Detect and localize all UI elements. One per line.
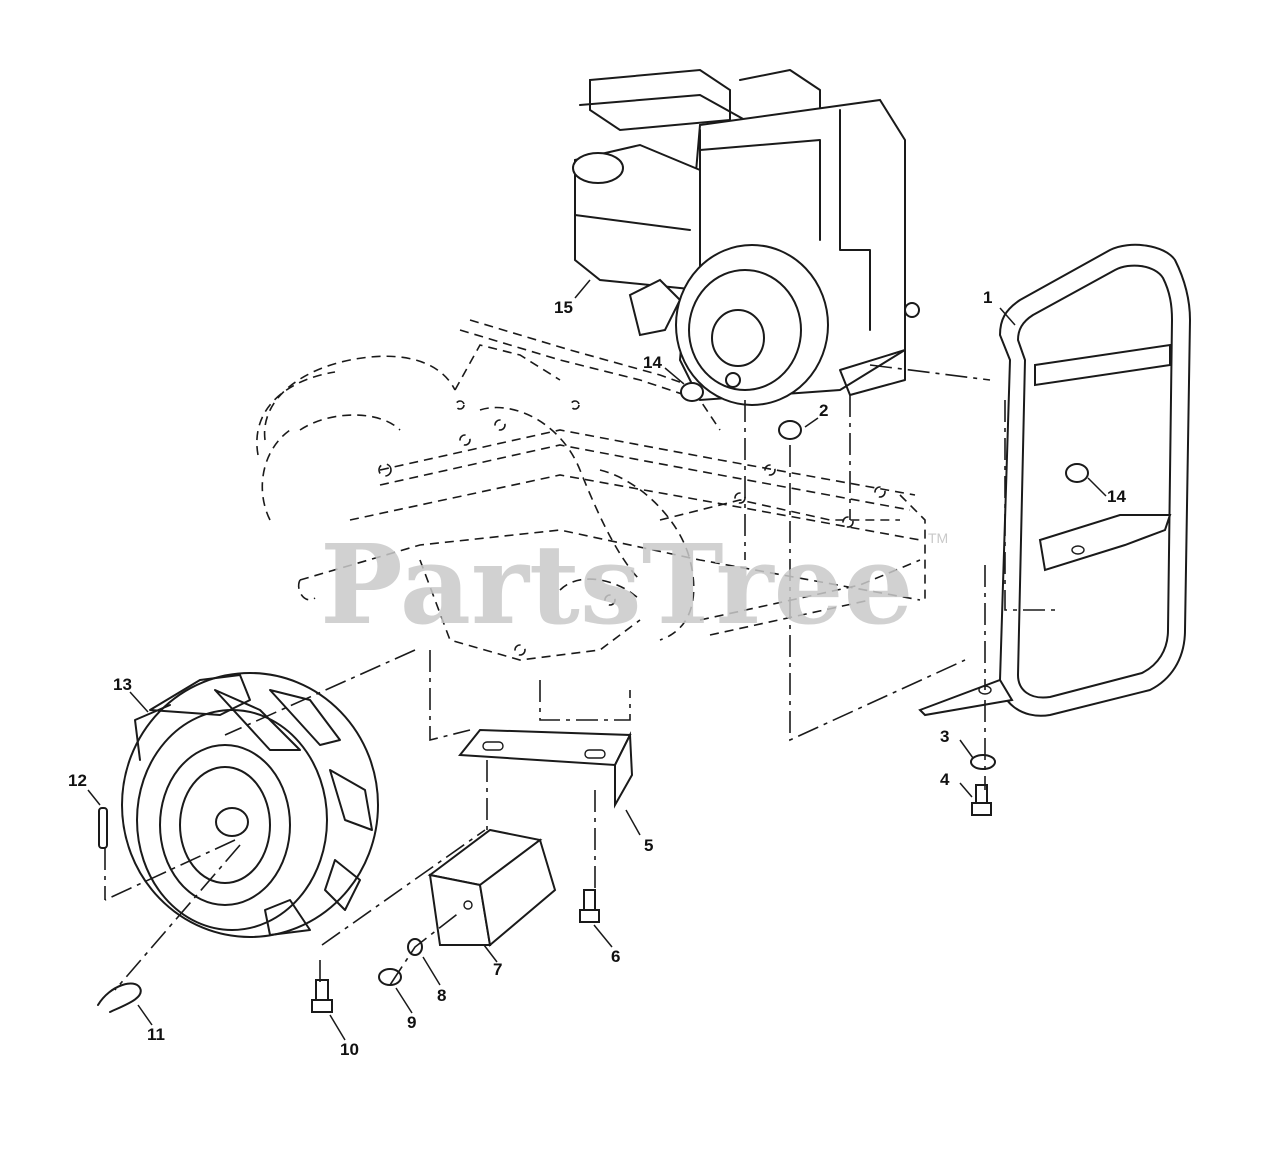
callout-10: 10 <box>340 1040 359 1059</box>
callout-11: 11 <box>147 1025 165 1044</box>
ghost-frame-assembly <box>256 319 926 661</box>
callout-8: 8 <box>437 986 446 1005</box>
engine <box>572 68 920 406</box>
wheel-tire <box>121 672 379 938</box>
callout-7: 7 <box>493 960 502 979</box>
callout-13: 13 <box>113 675 132 694</box>
bumper-bracket <box>918 243 1191 717</box>
callout-12: 12 <box>68 771 87 790</box>
callout-2: 2 <box>819 401 828 420</box>
callout-ticks <box>87 279 1107 1041</box>
leader-lines <box>104 364 1060 991</box>
watermark-trademark: TM <box>928 530 948 546</box>
callout-4: 4 <box>940 770 950 789</box>
callouts: 1 2 3 4 5 6 7 8 9 10 11 12 13 14 14 15 <box>68 288 1126 1059</box>
mounting-plate <box>458 728 634 809</box>
weight-block <box>427 828 557 947</box>
callout-14-engine: 14 <box>643 353 662 372</box>
callout-5: 5 <box>644 836 653 855</box>
callout-6: 6 <box>611 947 620 966</box>
callout-1: 1 <box>983 288 992 307</box>
watermark-text: PartsTree <box>320 520 914 649</box>
hardware <box>97 382 1089 1013</box>
watermark: PartsTree TM <box>320 520 948 649</box>
callout-14-bracket: 14 <box>1107 487 1126 506</box>
callout-3: 3 <box>940 727 949 746</box>
callout-15: 15 <box>554 298 573 317</box>
callout-9: 9 <box>407 1013 416 1032</box>
